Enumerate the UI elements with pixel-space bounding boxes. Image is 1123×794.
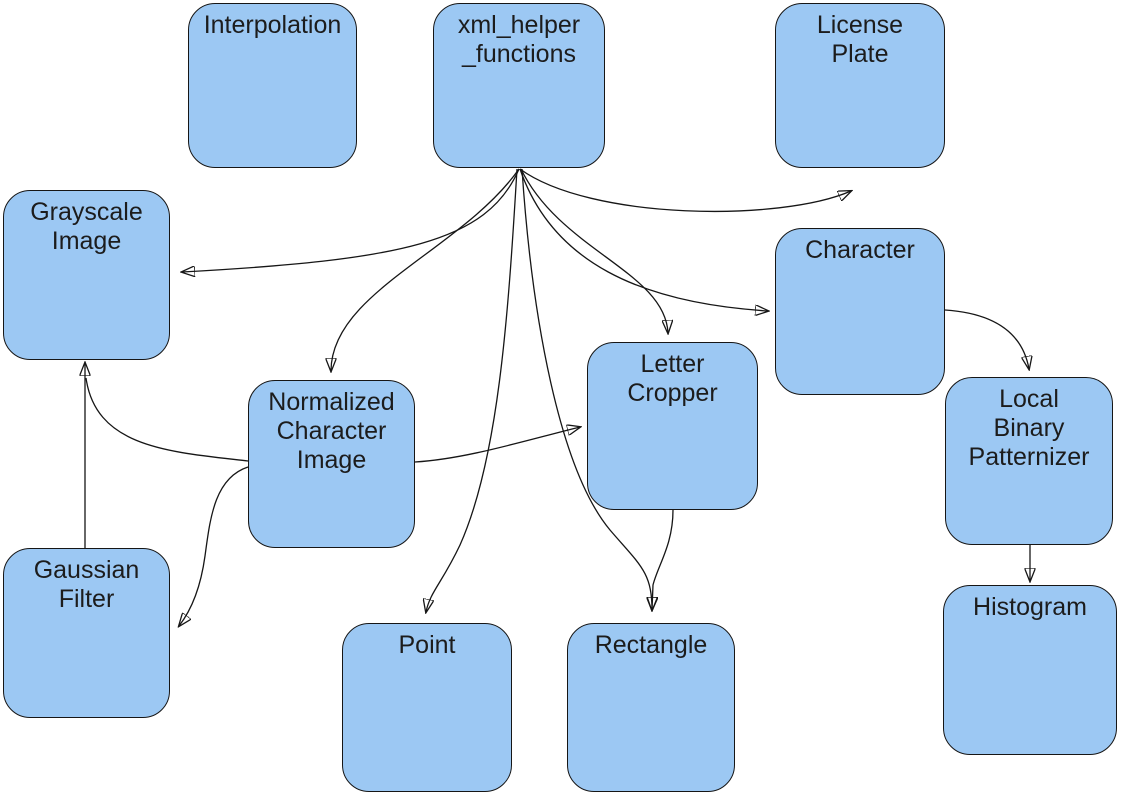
node-character[interactable]: Character: [775, 228, 945, 395]
edge-xml-helper-functions-to-character: [519, 168, 768, 311]
node-xml-helper-functions-label: xml_helper _functions: [457, 11, 581, 68]
edge-letter-cropper-to-rectangle: [652, 509, 674, 610]
node-letter-cropper[interactable]: Letter Cropper: [587, 342, 758, 510]
edge-normalized-character-image-to-letter-cropper: [414, 427, 580, 463]
node-gaussian-filter[interactable]: Gaussian Filter: [3, 548, 170, 718]
node-histogram-label: Histogram: [973, 593, 1087, 621]
edge-xml-helper-functions-to-point: [426, 168, 518, 612]
node-interpolation-label: Interpolation: [203, 11, 342, 39]
node-license-plate-label: License Plate: [816, 11, 904, 68]
edge-xml-helper-functions-to-rectangle: [521, 168, 652, 610]
edge-xml-helper-functions-to-grayscale-image: [182, 168, 520, 272]
node-grayscale-image-label: Grayscale Image: [30, 198, 143, 255]
node-normalized-character-image-label: Normalized Character Image: [268, 388, 395, 474]
edge-normalized-character-image-to-grayscale-image: [85, 377, 249, 462]
node-histogram[interactable]: Histogram: [943, 585, 1117, 755]
edge-xml-helper-functions-to-letter-cropper: [520, 168, 668, 333]
node-rectangle-label: Rectangle: [594, 631, 708, 659]
node-interpolation[interactable]: Interpolation: [188, 3, 357, 168]
node-normalized-character-image[interactable]: Normalized Character Image: [248, 380, 415, 548]
edge-xml-helper-functions-to-normalized-character-image: [331, 168, 520, 371]
node-local-binary-patternizer[interactable]: Local Binary Patternizer: [945, 377, 1113, 545]
edge-xml-helper-functions-to-license-plate: [519, 168, 851, 213]
node-character-label: Character: [805, 236, 915, 264]
node-point-label: Point: [398, 631, 456, 659]
node-grayscale-image[interactable]: Grayscale Image: [3, 190, 170, 360]
node-rectangle[interactable]: Rectangle: [567, 623, 735, 792]
node-xml-helper-functions[interactable]: xml_helper _functions: [433, 3, 605, 168]
node-local-binary-patternizer-label: Local Binary Patternizer: [968, 385, 1090, 471]
node-gaussian-filter-label: Gaussian Filter: [33, 556, 140, 613]
node-license-plate[interactable]: License Plate: [775, 3, 945, 168]
node-letter-cropper-label: Letter Cropper: [627, 350, 718, 407]
edge-character-to-local-binary-patternizer: [944, 309, 1029, 369]
edge-normalized-character-image-to-gaussian-filter: [179, 466, 249, 626]
node-point[interactable]: Point: [342, 623, 512, 792]
